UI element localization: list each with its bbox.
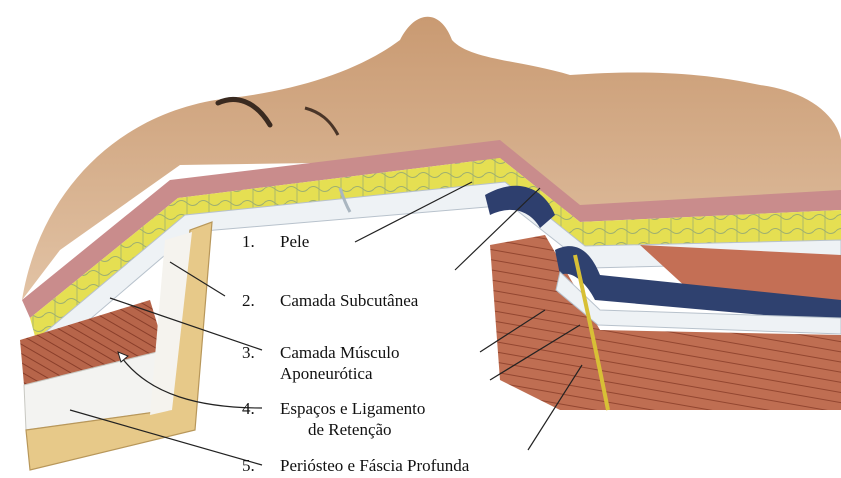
label-text: Espaços e Ligamento xyxy=(280,399,425,418)
label-musculo-aponeurotic: 3.Camada Músculo Aponeurótica xyxy=(242,342,399,384)
label-skin: 1.Pele xyxy=(242,231,309,252)
label-text: Camada Subcutânea xyxy=(280,291,418,310)
label-subcutaneous: 2.Camada Subcutânea xyxy=(242,290,418,311)
label-number: 2. xyxy=(242,290,280,311)
label-periosteum: 5.Perióstеo e Fáscia Profunda xyxy=(242,455,469,476)
label-text-line2: de Retenção xyxy=(242,419,425,440)
label-number: 4. xyxy=(242,398,280,419)
label-text: Perióstеo e Fáscia Profunda xyxy=(280,456,469,475)
label-text-line2: Aponeurótica xyxy=(242,363,399,384)
label-text: Pele xyxy=(280,232,309,251)
label-number: 1. xyxy=(242,231,280,252)
label-number: 3. xyxy=(242,342,280,363)
label-number: 5. xyxy=(242,455,280,476)
label-text: Camada Músculo xyxy=(280,343,399,362)
label-retaining-spaces: 4.Espaços e Ligamento de Retenção xyxy=(242,398,425,440)
